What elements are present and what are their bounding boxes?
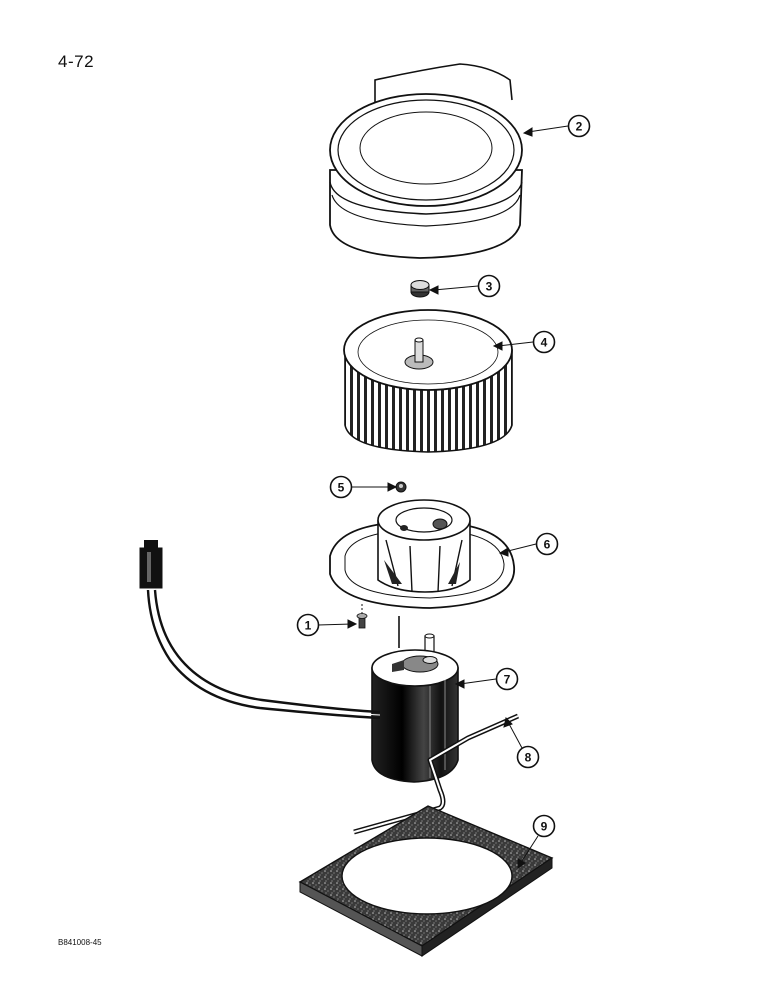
callout-2-label: 2 [576, 120, 583, 134]
callout-3: 3 [477, 274, 501, 298]
callout-7-label: 7 [504, 673, 511, 687]
callout-1-label: 1 [305, 619, 312, 633]
grommet-icon [395, 481, 407, 493]
callout-9-label: 9 [541, 820, 548, 834]
motor-mounting-plate-icon [329, 499, 515, 609]
callout-8: 8 [516, 745, 540, 769]
figure-code: B841008-45 [58, 938, 102, 947]
ground-strap-icon [353, 713, 520, 835]
callout-6-label: 6 [544, 538, 551, 552]
retaining-nut-icon [410, 280, 430, 298]
blower-wheel-icon [343, 309, 513, 453]
blower-motor-icon [371, 633, 459, 783]
callout-7: 7 [495, 667, 519, 691]
leader-lines [317, 125, 569, 869]
callout-9: 9 [532, 814, 556, 838]
blower-housing-icon [329, 63, 523, 259]
callout-2: 2 [567, 114, 591, 138]
callout-4-label: 4 [541, 336, 548, 350]
callout-1: 1 [296, 613, 320, 637]
gasket-icon [298, 805, 554, 957]
callout-6: 6 [535, 532, 559, 556]
callout-4: 4 [532, 330, 556, 354]
callout-5: 5 [329, 475, 353, 499]
callout-3-label: 3 [486, 280, 493, 294]
page-number: 4-72 [58, 52, 95, 71]
wire-harness-connector-icon [139, 540, 381, 720]
screw-icon [356, 604, 400, 648]
callout-5-label: 5 [338, 481, 345, 495]
callout-8-label: 8 [525, 751, 532, 765]
